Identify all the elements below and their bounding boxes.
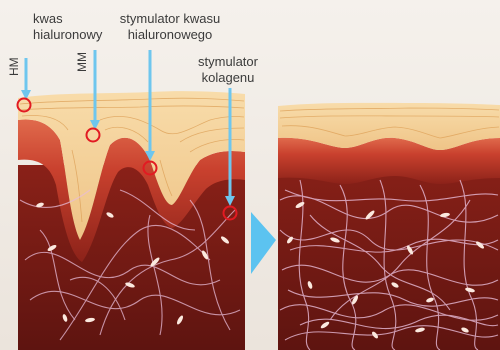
label-collagen-stimulator-line2: kolagenu [188, 70, 268, 86]
label-hyaluronic-acid-line1: kwas [33, 11, 102, 27]
label-collagen-stimulator: stymulator kolagenu [188, 54, 268, 86]
label-collagen-stimulator-line1: stymulator [188, 54, 268, 70]
label-hyaluronic-acid: kwas hialuronowy [33, 11, 102, 43]
skin-panel-before [18, 91, 245, 350]
label-ha-stimulator: stymulator kwasu hialuronowego [110, 11, 230, 43]
skin-panel-after [278, 103, 500, 350]
label-ha-stimulator-line2: hialuronowego [110, 27, 230, 43]
label-ha-stimulator-line1: stymulator kwasu [110, 11, 230, 27]
label-mm: MM [76, 52, 88, 72]
label-hyaluronic-acid-line2: hialuronowy [33, 27, 102, 43]
label-hm: HM [8, 57, 20, 76]
deep-dermis-left [18, 165, 245, 350]
